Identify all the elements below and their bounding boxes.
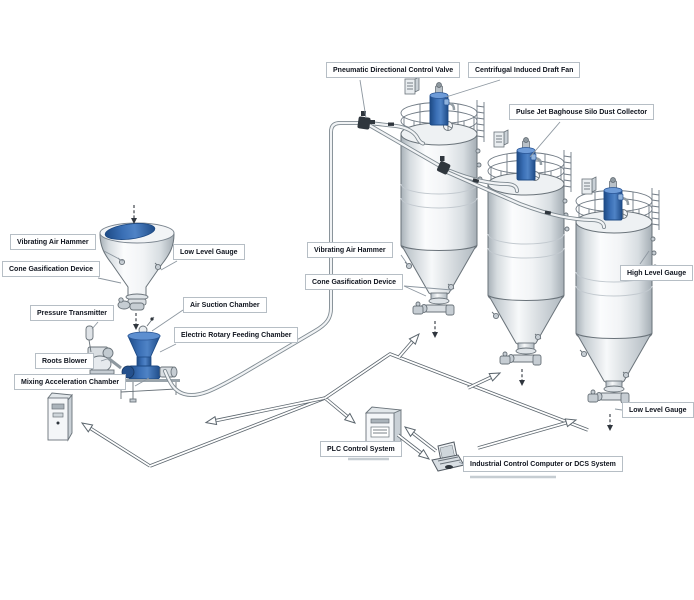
industrial-computer-laptop [431, 441, 465, 472]
label-centrifugal-induced-draft-fan: Centrifugal Induced Draft Fan [468, 62, 581, 78]
control-plate-3 [581, 176, 597, 195]
label-mixing-acceleration-chamber: Mixing Acceleration Chamber [14, 374, 127, 390]
material-flow-arrows [131, 205, 613, 431]
label-low-level-gauge-right: Low Level Gauge [622, 402, 694, 418]
rotary-feeder-assembly [118, 316, 180, 403]
conveying-pipes [163, 121, 606, 398]
label-pneumatic-directional-control-valve: Pneumatic Directional Control Valve [326, 62, 461, 78]
label-pressure-transmitter: Pressure Transmitter [30, 305, 115, 321]
control-plate-2 [493, 129, 509, 148]
label-roots-blower: Roots Blower [35, 353, 95, 369]
label-electric-rotary-feeding-chamber: Electric Rotary Feeding Chamber [174, 327, 299, 343]
pneumatic-directional-valve-1 [357, 111, 375, 130]
feeding-hopper [99, 222, 175, 311]
signal-arrows [80, 332, 589, 468]
label-cone-gasification-device-left: Cone Gasification Device [2, 261, 101, 277]
pulse-jet-collector-1 [428, 81, 456, 127]
label-plc-control-system: PLC Control System [320, 441, 402, 457]
label-low-level-gauge-left: Low Level Gauge [173, 244, 245, 260]
pipe-couplings [388, 122, 552, 215]
pneumatic-directional-valve-2 [437, 156, 451, 175]
leader-lines [91, 79, 650, 479]
label-vibrating-air-hammer-mid: Vibrating Air Hammer [307, 242, 393, 258]
label-pulse-jet-baghouse: Pulse Jet Baghouse Silo Dust Collector [509, 104, 655, 120]
pressure-transmitter-device [85, 325, 94, 353]
control-plate-1 [404, 76, 420, 95]
label-cone-gasification-device-mid: Cone Gasification Device [305, 274, 404, 290]
label-air-suction-chamber: Air Suction Chamber [183, 297, 267, 313]
label-industrial-control-computer: Industrial Control Computer or DCS Syste… [463, 456, 623, 472]
local-control-box [47, 392, 73, 442]
label-high-level-gauge: High Level Gauge [620, 265, 694, 281]
label-vibrating-air-hammer-left: Vibrating Air Hammer [10, 234, 96, 250]
